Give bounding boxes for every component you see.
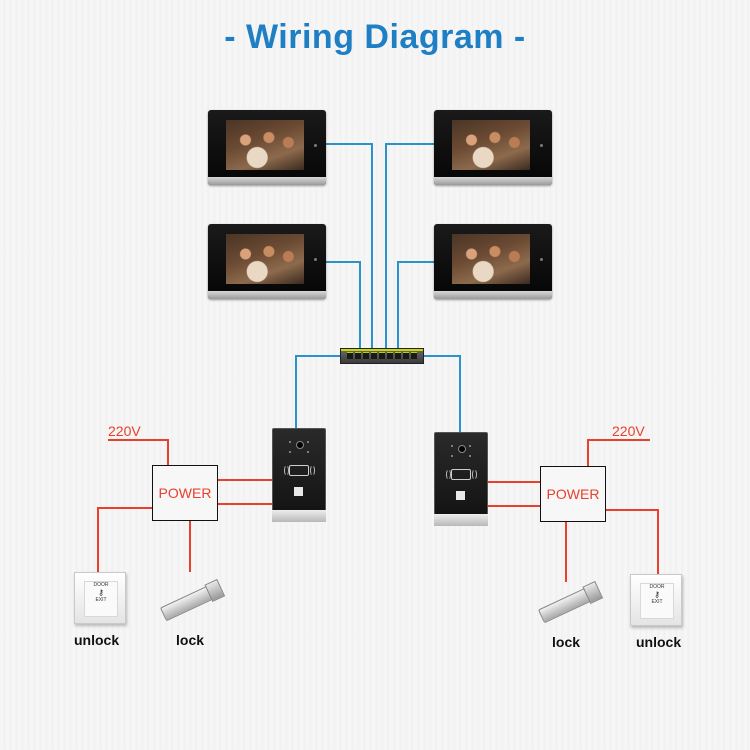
left-voltage-label: 220V: [108, 423, 141, 439]
indoor-monitor-icon: [434, 110, 552, 185]
right-unlock-label: unlock: [636, 634, 682, 650]
right-voltage-label: 220V: [612, 423, 645, 439]
call-button-icon: [456, 491, 465, 500]
monitor-screen: [452, 234, 530, 284]
right-power-label: POWER: [546, 486, 600, 502]
wire-panel-right: [422, 355, 461, 432]
indoor-monitor-icon: [208, 110, 326, 185]
wire-monitor-bottom-left: [326, 261, 361, 348]
wire-left-unlock: [97, 507, 152, 572]
wire-panel-left: [295, 355, 340, 428]
key-icon: ⚷: [654, 590, 660, 599]
door-panel-icon: [434, 432, 488, 526]
wire-left-220v: [108, 439, 169, 465]
call-button-icon: [294, 487, 303, 496]
wire-right-unlock: [604, 509, 659, 574]
wire-monitor-top-right: [385, 143, 434, 348]
left-power-supply: POWER: [152, 465, 218, 521]
left-unlock-label: unlock: [74, 632, 120, 648]
left-lock-label: lock: [176, 632, 205, 648]
card-reader-icon: [451, 469, 471, 480]
left-power-label: POWER: [158, 485, 212, 501]
network-wires: [295, 143, 461, 432]
poe-switch-icon: [340, 348, 424, 364]
wire-monitor-bottom-right: [397, 261, 434, 348]
wire-monitor-top-left: [326, 143, 373, 348]
wire-right-220v: [587, 439, 650, 466]
indoor-monitor-icon: [208, 224, 326, 299]
right-lock-label: lock: [552, 634, 581, 650]
camera-icon: [458, 445, 466, 453]
card-reader-icon: [289, 465, 309, 476]
indoor-monitor-icon: [434, 224, 552, 299]
monitor-screen: [226, 120, 304, 170]
diagram-title: - Wiring Diagram -: [224, 18, 526, 56]
camera-icon: [296, 441, 304, 449]
right-power-supply: POWER: [540, 466, 606, 522]
exit-button-icon: DOOR ⚷ EXIT: [74, 572, 126, 624]
exit-button-icon: DOOR ⚷ EXIT: [630, 574, 682, 626]
door-panel-icon: [272, 428, 326, 522]
key-icon: ⚷: [98, 588, 104, 597]
power-wires: [97, 439, 659, 582]
monitor-screen: [452, 120, 530, 170]
monitor-screen: [226, 234, 304, 284]
